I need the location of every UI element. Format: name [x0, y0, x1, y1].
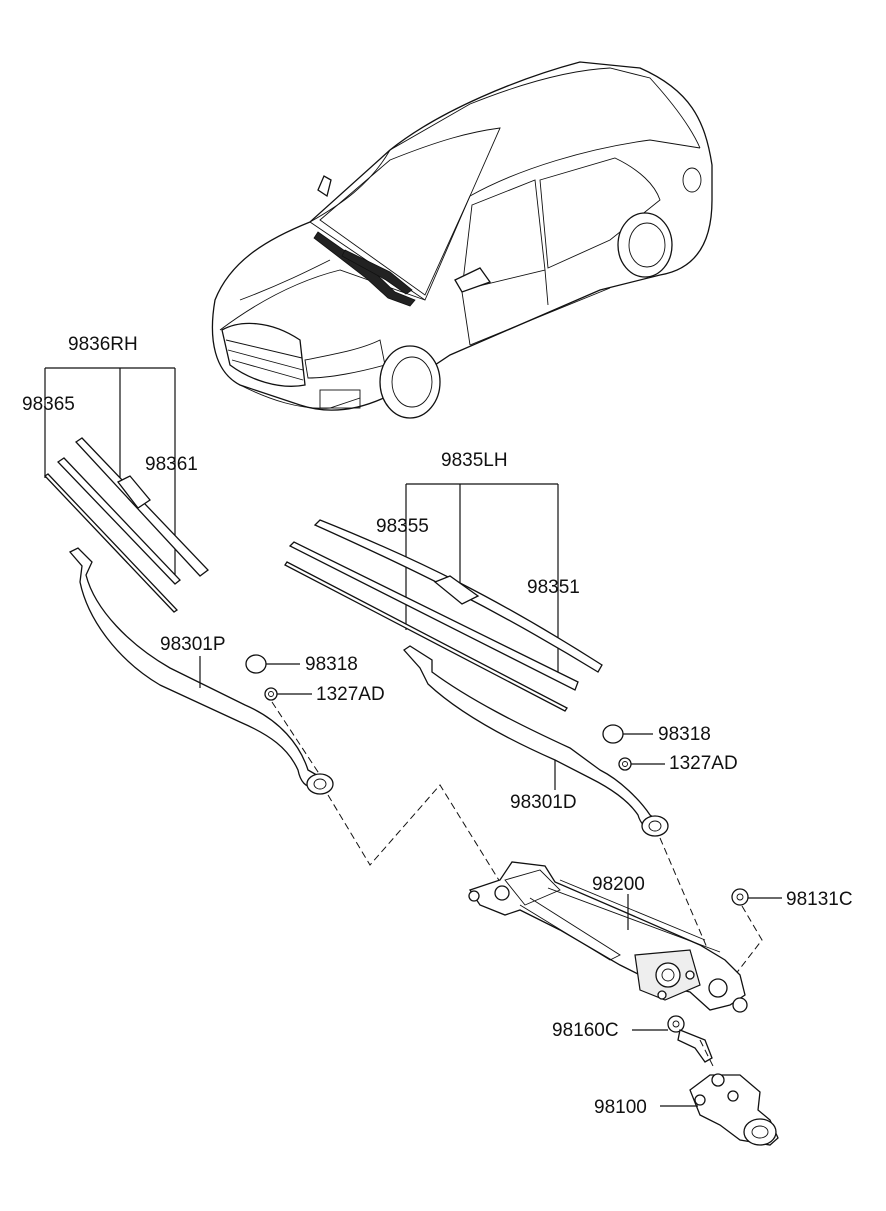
lh-blade: [288, 541, 579, 691]
blade-lh-group: 9835LH 98355 98351: [284, 450, 603, 712]
lh-blade-adapter: [433, 575, 480, 605]
linkage-98200-group: 98200: [468, 861, 748, 1013]
arm-98301D-pivot: [641, 815, 669, 837]
motor-98100-group: 98100: [594, 1073, 779, 1146]
label-98200: 98200: [592, 874, 645, 895]
label-1327AD-right: 1327AD: [669, 753, 738, 774]
label-98160C: 98160C: [552, 1020, 619, 1041]
arm-98301D-group: 98301D 98318 1327AD: [403, 645, 738, 837]
label-9836RH: 9836RH: [68, 334, 138, 355]
label-98131C: 98131C: [786, 889, 853, 910]
arm-98301P-pivot: [306, 773, 334, 795]
label-98318-left: 98318: [305, 654, 358, 675]
nut-1327AD-left: [264, 687, 278, 701]
label-98355: 98355: [376, 516, 429, 537]
rh-refill-strip: [43, 473, 179, 613]
label-9835LH: 9835LH: [441, 450, 508, 471]
dashed-link-nut: [734, 905, 763, 976]
dashed-link-right: [659, 837, 709, 951]
arm-98301P-group: 98301P 98318 1327AD: [68, 547, 385, 795]
label-98361: 98361: [145, 454, 198, 475]
dashed-link-left: [327, 784, 506, 891]
label-98301P: 98301P: [160, 634, 226, 655]
label-1327AD-left: 1327AD: [316, 684, 385, 705]
arm-98301P: [68, 547, 323, 788]
label-98365: 98365: [22, 394, 75, 415]
nut-98131C-group: 98131C: [731, 888, 853, 910]
rh-blade-frame: [75, 437, 209, 577]
rh-blade: [56, 457, 181, 585]
cap-98318-right: [602, 724, 624, 744]
nut-98160C: [667, 1015, 685, 1033]
label-98100: 98100: [594, 1097, 647, 1118]
cap-98318-left: [245, 654, 267, 674]
nut-98160C-group: 98160C: [552, 1015, 715, 1069]
rh-blade-adapter: [117, 475, 151, 509]
blade-rh-group: 9836RH 98365 98361: [22, 334, 209, 613]
car-illustration: [211, 61, 713, 419]
lh-blade-frame: [313, 519, 603, 673]
lh-refill-strip: [284, 561, 568, 712]
nut-1327AD-right: [618, 757, 632, 771]
label-98318-right: 98318: [658, 724, 711, 745]
nut-98131C: [731, 888, 749, 906]
label-98351: 98351: [527, 577, 580, 598]
label-98301D: 98301D: [510, 792, 577, 813]
